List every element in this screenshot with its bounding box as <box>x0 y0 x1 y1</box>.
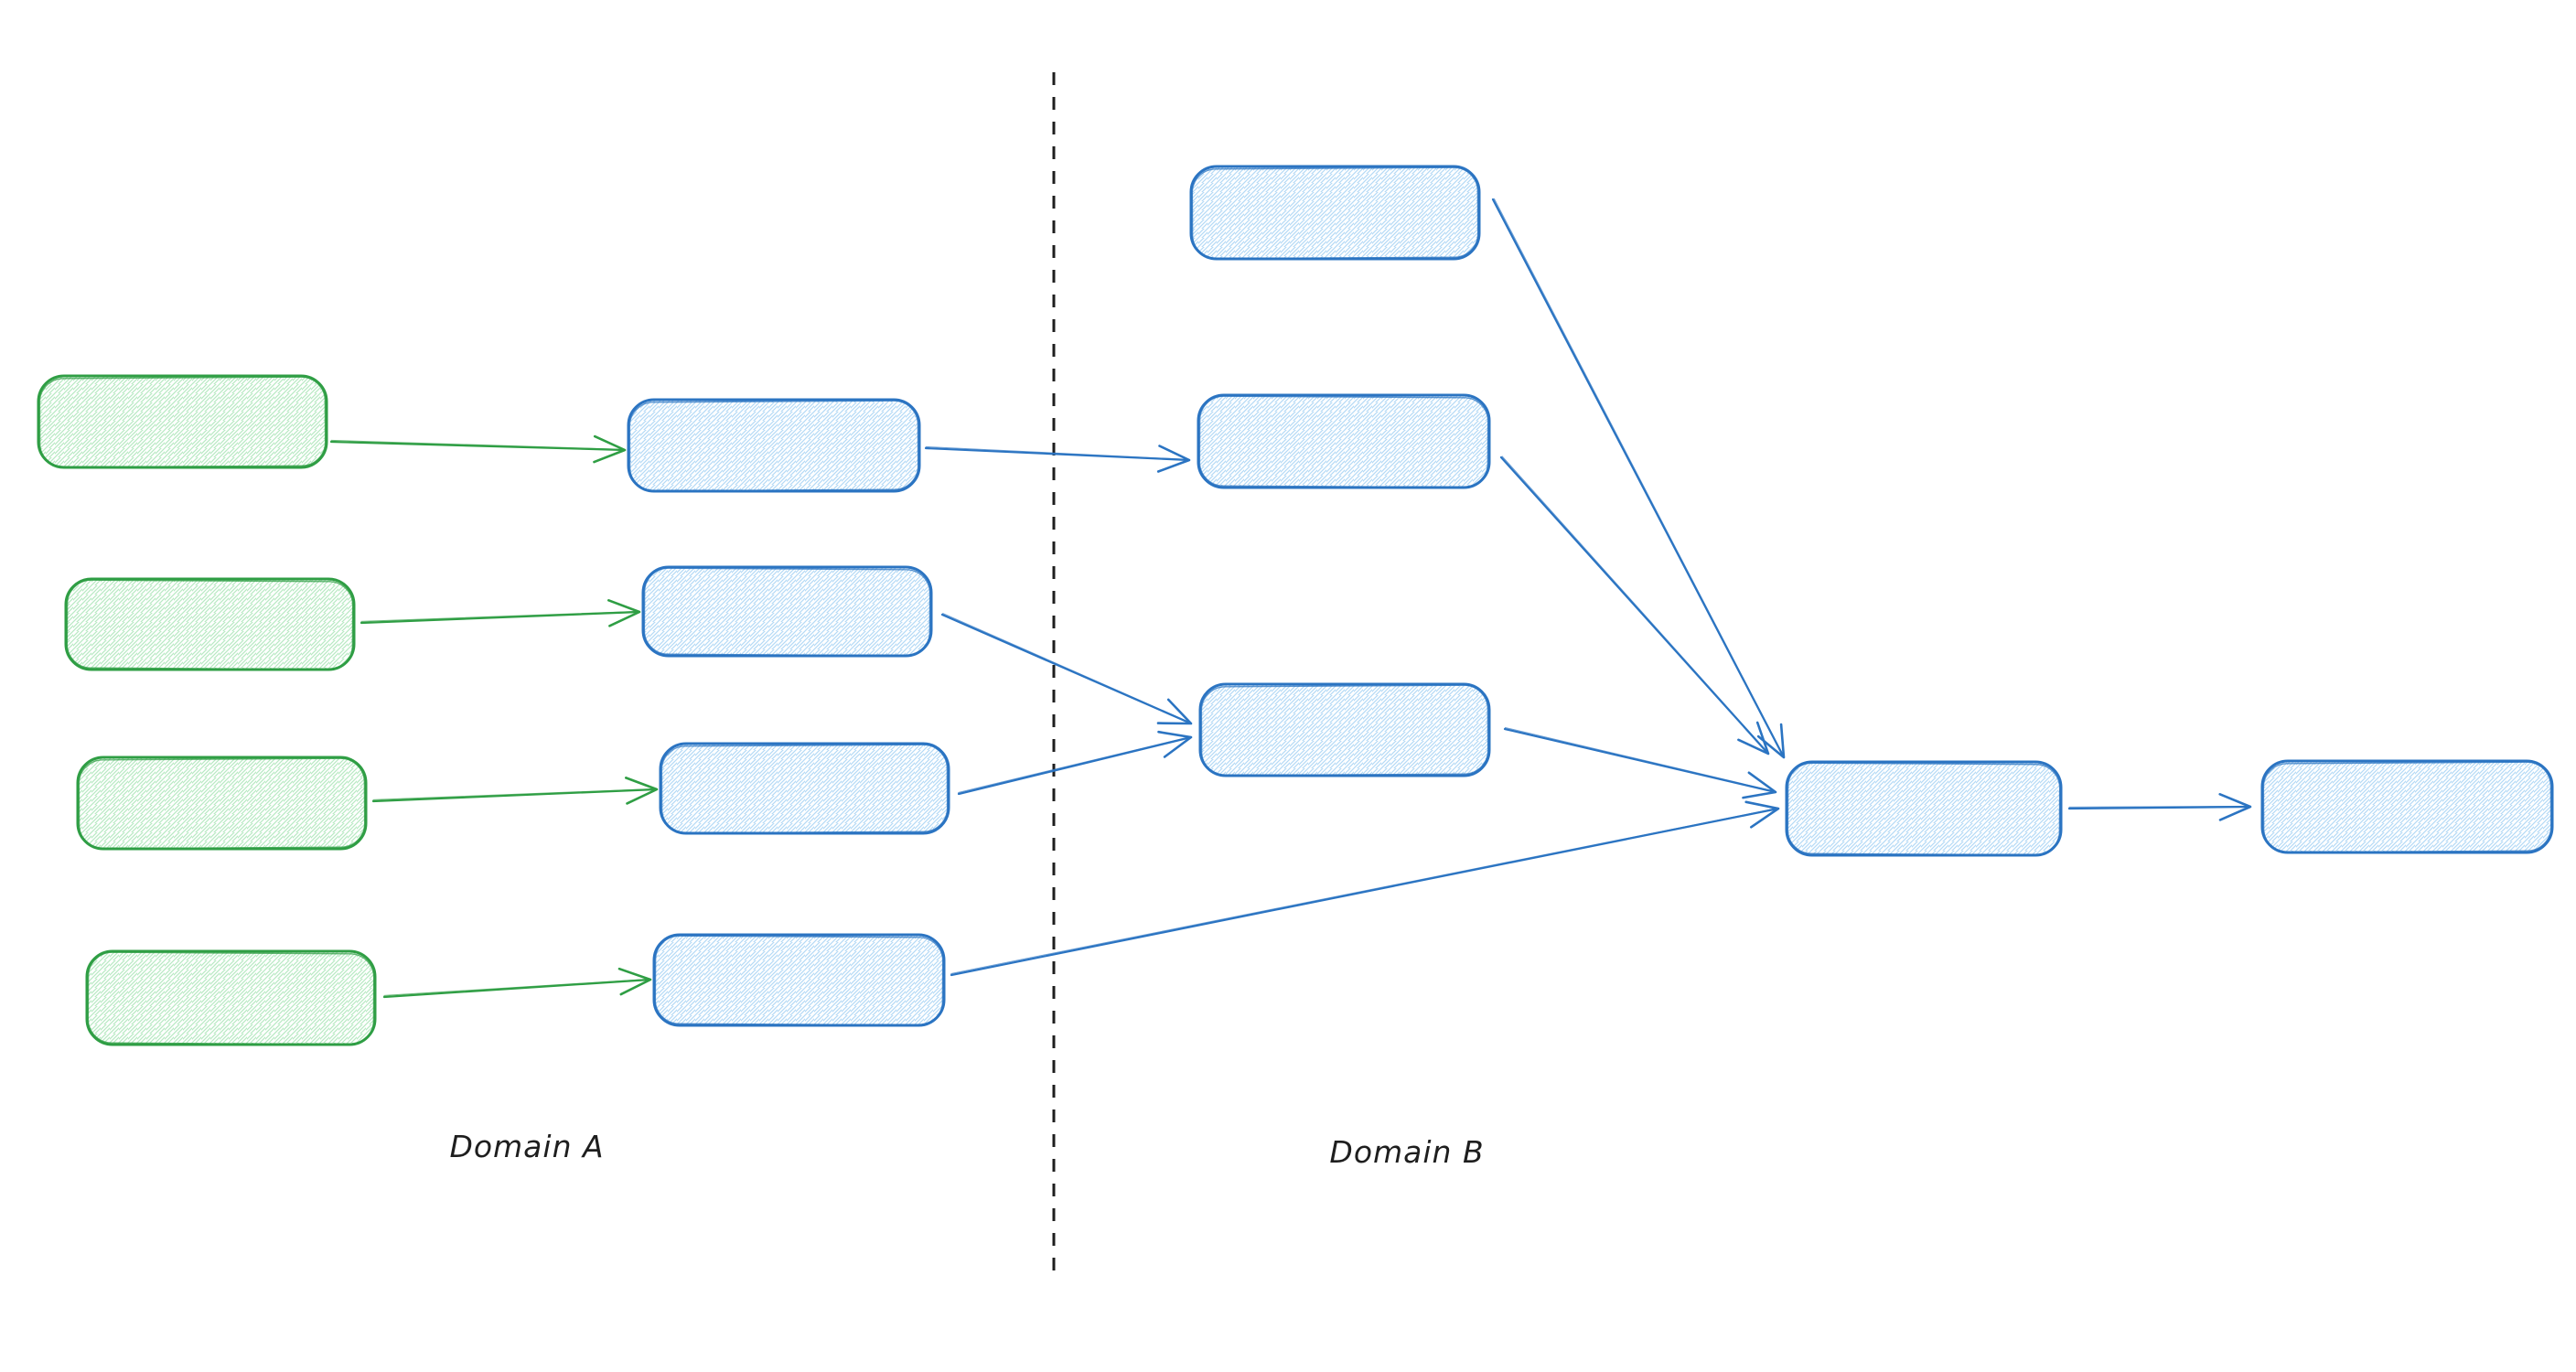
green-box-1 <box>37 374 328 469</box>
blue-box-a2 <box>641 565 933 658</box>
edge-a4-merge <box>950 800 1780 977</box>
edge-a1-b2 <box>924 445 1191 473</box>
blue-box-b1 <box>1189 165 1481 261</box>
blue-box-a1 <box>627 398 921 493</box>
output-box <box>2260 759 2554 854</box>
blue-box-b3 <box>1198 682 1491 777</box>
edge-g1-a1 <box>329 434 627 464</box>
merge-box <box>1785 760 2063 857</box>
edge-g4-a4 <box>382 967 652 999</box>
blue-box-a3 <box>659 742 950 835</box>
edge-a2-b3 <box>940 613 1193 725</box>
green-box-4 <box>85 949 377 1046</box>
edge-merge-output <box>2067 793 2252 821</box>
edge-g3-a3 <box>371 777 659 805</box>
green-box-2 <box>64 577 356 671</box>
domain-b-label: Domain B <box>1329 1134 1485 1170</box>
blue-box-a4 <box>652 933 946 1027</box>
edge-b2-merge <box>1499 456 1770 756</box>
edge-b1-merge <box>1491 198 1786 759</box>
edge-g2-a2 <box>360 599 641 627</box>
edge-b3-merge <box>1503 726 1777 799</box>
blue-box-b2 <box>1197 393 1491 489</box>
domain-a-label: Domain A <box>449 1129 605 1164</box>
edge-a3-b3 <box>957 730 1193 796</box>
green-box-3 <box>76 756 368 851</box>
